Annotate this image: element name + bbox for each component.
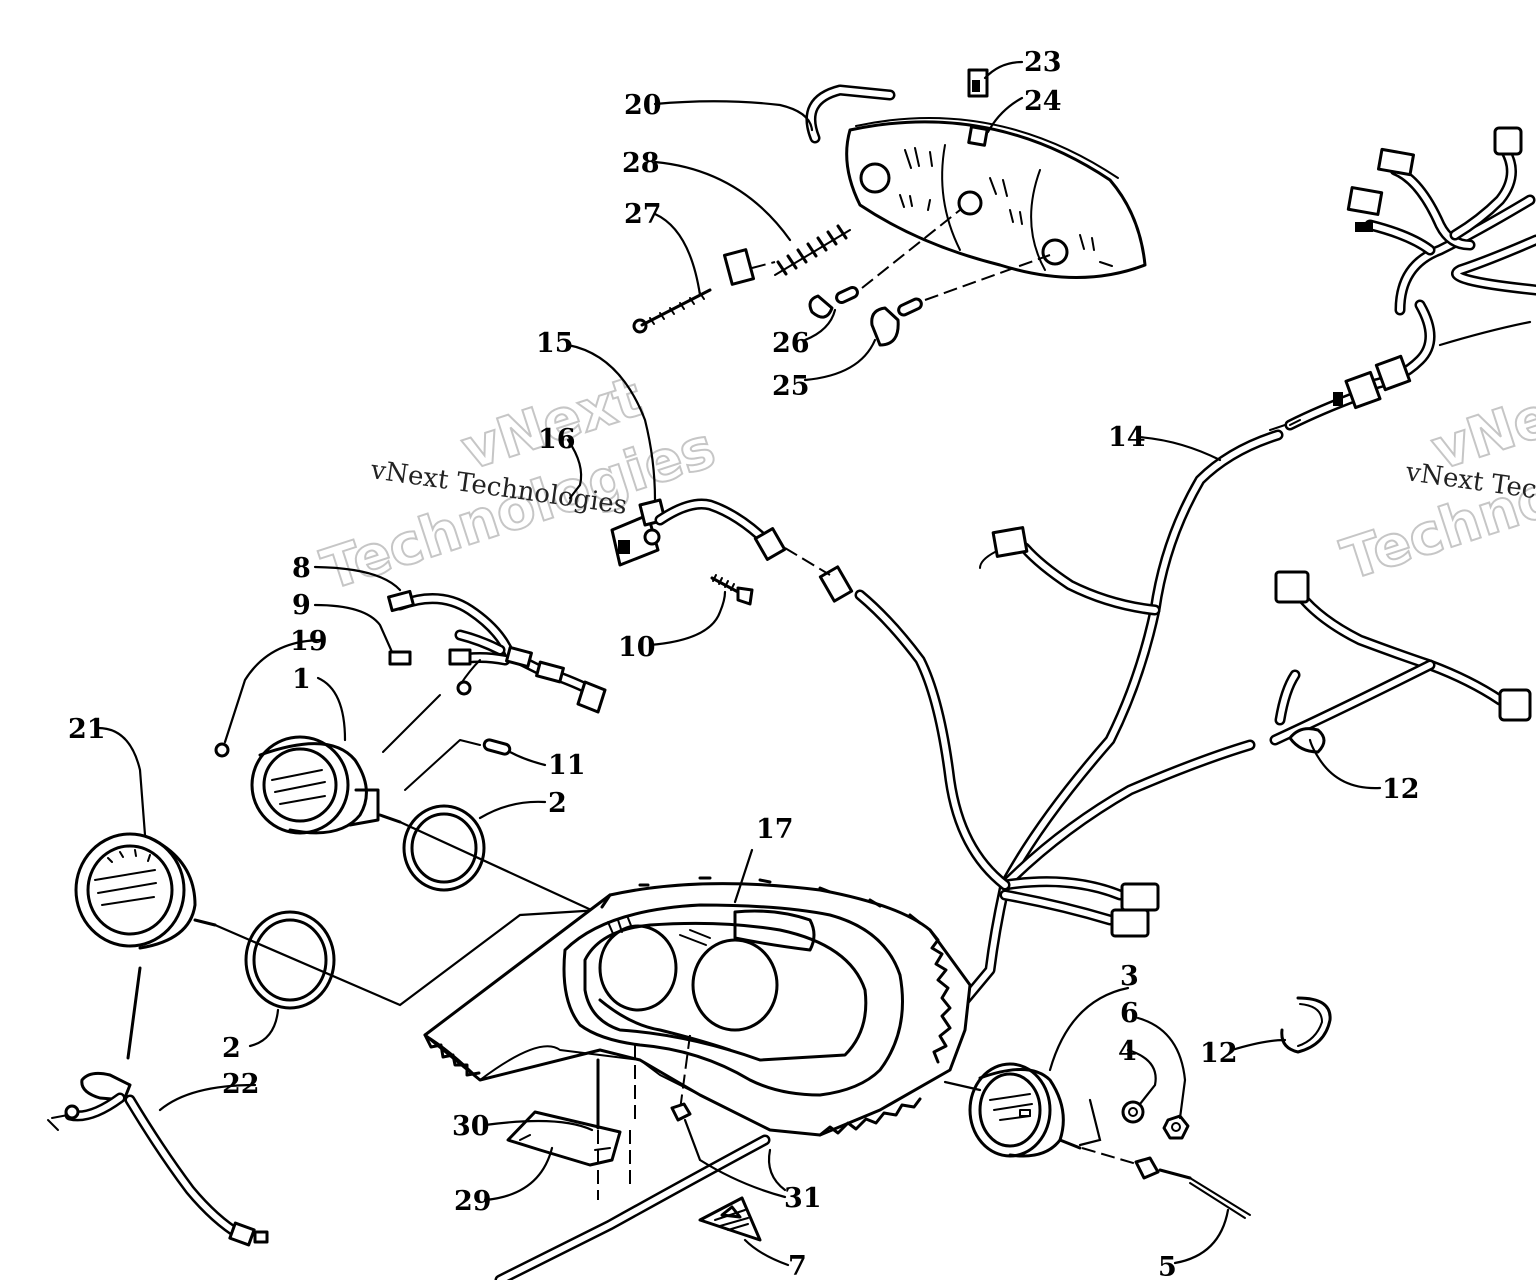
callout-1: 1 [292, 664, 311, 695]
decal-part-7 [698, 1196, 762, 1242]
nut-part-6 [1162, 1114, 1190, 1140]
callout-7: 7 [788, 1251, 807, 1280]
callout-21: 21 [68, 714, 106, 745]
callout-31: 31 [784, 1183, 822, 1214]
callout-30: 30 [452, 1111, 490, 1142]
harness-right-branch [1269, 570, 1532, 754]
bolt-part-27 [632, 248, 756, 334]
callout-20: 20 [624, 90, 662, 121]
screw-part-10 [710, 574, 754, 606]
washer-part-4 [1121, 1100, 1145, 1124]
callout-14: 14 [1108, 422, 1146, 453]
cable-bottom [494, 1134, 771, 1280]
bezel-ring-part-2-upper [402, 804, 486, 892]
callout-3: 3 [1120, 961, 1139, 992]
callout-10: 10 [618, 632, 656, 663]
clip-part-23 [967, 68, 989, 98]
callout-23: 23 [1024, 47, 1062, 78]
callout-16: 16 [538, 424, 576, 455]
switch-part-15 [610, 498, 831, 576]
callout-24: 24 [1024, 86, 1062, 117]
main-wiring-harness [1284, 126, 1536, 431]
gauge-part-21 [74, 832, 602, 1007]
callout-22: 22 [222, 1069, 260, 1100]
bulb-part-26 [808, 209, 961, 319]
callout-29: 29 [454, 1186, 492, 1217]
callout-15: 15 [536, 328, 574, 359]
gauge-part-3 [943, 1062, 1141, 1166]
callout-6: 6 [1120, 998, 1139, 1029]
harness-trunk-part-14 [818, 419, 1301, 1006]
callout-27: 27 [624, 199, 662, 230]
clip-ring-part-12-lower [1280, 996, 1332, 1054]
socket-part-25 [870, 254, 1051, 347]
bracket-part-29 [506, 1058, 631, 1200]
dash-panel-part-17 [423, 848, 972, 1137]
callout-11: 11 [548, 750, 586, 781]
gauge-harness-parts-8-9 [382, 589, 607, 791]
callout-2-upper: 2 [548, 788, 567, 819]
callout-28: 28 [622, 148, 660, 179]
callout-labels: 23 24 20 28 27 26 25 15 16 14 8 9 10 19 … [68, 47, 1420, 1280]
watermark-left: vNext Technologies vNext Technologies [313, 364, 724, 605]
lamp-harness-part-22 [47, 966, 269, 1247]
callout-19: 19 [290, 626, 328, 657]
callout-2-lower: 2 [222, 1033, 241, 1064]
callout-4: 4 [1118, 1036, 1137, 1067]
callout-12-lower: 12 [1200, 1038, 1238, 1069]
bezel-ring-part-2-lower [244, 910, 336, 1010]
spring-part-28 [774, 224, 851, 276]
tail-light-housing [845, 117, 1147, 279]
callout-25: 25 [772, 371, 810, 402]
cable-part-5 [1134, 1156, 1251, 1219]
nut-part-31 [670, 1102, 692, 1122]
callout-9: 9 [292, 590, 311, 621]
callout-12-upper: 12 [1382, 774, 1420, 805]
callout-8: 8 [292, 553, 311, 584]
leader-lines [96, 60, 1382, 1267]
callout-26: 26 [772, 328, 810, 359]
callout-17: 17 [756, 814, 794, 845]
callout-5: 5 [1158, 1252, 1177, 1280]
